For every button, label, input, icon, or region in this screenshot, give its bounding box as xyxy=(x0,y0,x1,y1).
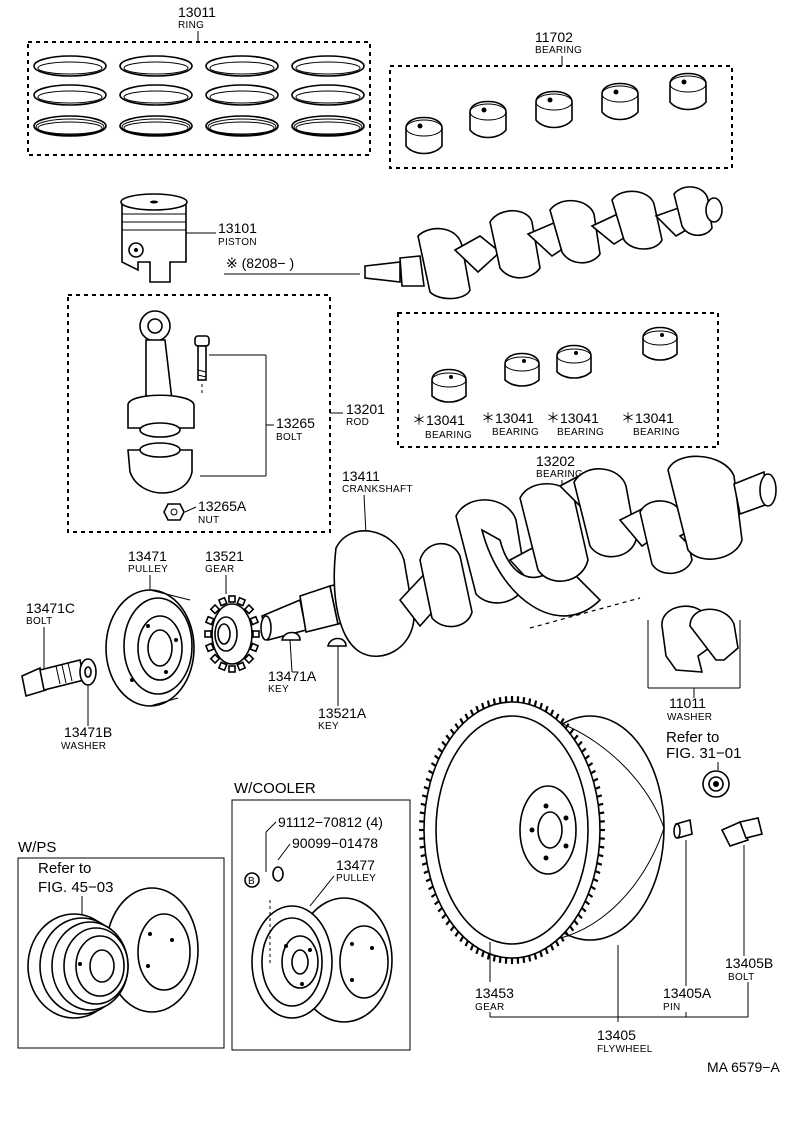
crankshaft-upper xyxy=(365,187,722,299)
rod-bearing-number-3: ＊13041 xyxy=(546,410,599,426)
rod-nut-number: 13265A xyxy=(198,498,247,514)
key-13471a-name: KEY xyxy=(268,684,289,695)
piston: 13101 PISTON ※ (8208− ) xyxy=(121,194,360,282)
flywheel-number: 13405 xyxy=(597,1027,636,1043)
piston-ring xyxy=(292,116,364,136)
w-ps-label: W/PS xyxy=(18,839,56,856)
rod-bearing-set: ＊13041 BEARING ＊13041 BEARING ＊13041 BEA… xyxy=(398,313,718,447)
piston-rings xyxy=(34,56,364,136)
refer-45-line1: Refer to xyxy=(38,860,91,877)
gear-13453-name: GEAR xyxy=(475,1002,505,1013)
crank-pulley: 13471 PULLEY xyxy=(106,548,194,706)
rod-group-box xyxy=(68,295,330,532)
piston-ring xyxy=(120,85,192,105)
ps-pulley-group: W/PS Refer to FIG. 45−03 xyxy=(18,839,224,1048)
figure-code: MA 6579−A xyxy=(707,1059,780,1075)
piston-ring xyxy=(206,116,278,136)
bolt-13405b-number: 13405B xyxy=(725,955,773,971)
gear-13453-number: 13453 xyxy=(475,985,514,1001)
part-90099: 90099−01478 xyxy=(292,835,378,851)
rod-bearing-shells xyxy=(432,328,677,403)
refer-31-line1: Refer to xyxy=(666,729,719,746)
piston-ring xyxy=(206,56,278,76)
crankshaft-number: 13411 xyxy=(342,468,380,484)
piston-ring xyxy=(34,85,106,105)
piston-ring xyxy=(292,85,364,105)
rod-bearing-name-2: BEARING xyxy=(492,427,539,438)
piston-name: PISTON xyxy=(218,237,257,248)
bolt-13405b-name: BOLT xyxy=(728,972,755,983)
piston-ring xyxy=(120,56,192,76)
cooler-pulley-group: W/COOLER 91112−70812 (4) 90099−01478 B 1… xyxy=(232,780,410,1050)
keys: 13471A KEY 13521A KEY xyxy=(268,633,367,733)
bolt-91112: 91112−70812 (4) xyxy=(278,814,383,830)
rod-bearing-shell xyxy=(643,328,677,361)
piston-ring xyxy=(292,56,364,76)
key-13521a-name: KEY xyxy=(318,721,339,732)
pin-number: 13405A xyxy=(663,985,712,1001)
w-cooler-label: W/COOLER xyxy=(234,780,316,797)
ring-name: RING xyxy=(178,20,204,31)
date-note: ※ (8208− ) xyxy=(226,255,294,271)
washer-11011-number: 11011 xyxy=(669,695,706,711)
rod-bearing-name-4: BEARING xyxy=(633,427,680,438)
rod-name: ROD xyxy=(346,417,369,428)
pulley-name: PULLEY xyxy=(128,564,168,575)
rod-bearing-number-2: ＊13041 xyxy=(481,410,534,426)
bolt-13471c-name: BOLT xyxy=(26,616,53,627)
pulley-number: 13471 xyxy=(128,548,167,564)
main-bearing-shell xyxy=(406,118,442,154)
bearing-13202-number: 13202 xyxy=(536,453,575,469)
rod-bearing-number-4: ＊13041 xyxy=(621,410,674,426)
piston-ring xyxy=(34,56,106,76)
pulley-13477-number: 13477 xyxy=(336,857,375,873)
rod-bolt-number: 13265 xyxy=(276,415,315,431)
piston-ring xyxy=(120,116,192,136)
washer-13471b-number: 13471B xyxy=(64,724,112,740)
washer-13471b-name: WASHER xyxy=(61,741,106,752)
key-13471a-number: 13471A xyxy=(268,668,317,684)
thrust-washer: 11011 WASHER xyxy=(648,606,740,723)
rod-bolt-name: BOLT xyxy=(276,432,303,443)
crankshaft-name: CRANKSHAFT xyxy=(342,484,413,495)
refer-45-line2: FIG. 45−03 xyxy=(38,879,113,896)
rod-bearing-name-1: BEARING xyxy=(425,430,472,441)
bearing-main-name: BEARING xyxy=(535,45,582,56)
flywheel-name: FLYWHEEL xyxy=(597,1044,653,1055)
bolt-13471c-number: 13471C xyxy=(26,600,75,616)
rod-bearing-name-3: BEARING xyxy=(557,427,604,438)
rod-bearing-number-1: ＊13041 xyxy=(412,412,465,428)
rod-bearing-shell xyxy=(432,370,466,403)
rod-bearing-shell xyxy=(505,354,539,387)
pulley-bolt-washer: 13471C BOLT 13471B WASHER xyxy=(22,600,112,752)
bearing-main-number: 11702 xyxy=(535,29,573,45)
main-bearing-set: 11702 BEARING xyxy=(390,29,732,168)
main-bearing-shell xyxy=(602,84,638,120)
circle-b-label: B xyxy=(248,876,255,887)
ring-set: 13011 RING xyxy=(28,4,370,155)
ring-number: 13011 xyxy=(178,4,216,20)
refer-31-note: Refer to FIG. 31−01 xyxy=(666,729,741,797)
crank-gear: 13521 GEAR xyxy=(205,548,259,672)
rod-nut-name: NUT xyxy=(198,515,219,526)
piston-number: 13101 xyxy=(218,220,257,236)
connecting-rod-group: 13265 BOLT 13265A NUT 13201 ROD xyxy=(68,295,385,532)
main-bearing-shell xyxy=(536,92,572,128)
piston-ring xyxy=(206,85,278,105)
rod-bearing-shell xyxy=(557,346,591,379)
main-bearing-shell xyxy=(670,74,706,110)
main-bearing-shell xyxy=(470,102,506,138)
gear-13521-number: 13521 xyxy=(205,548,244,564)
piston-ring xyxy=(34,116,106,136)
main-bearing-shells xyxy=(406,74,706,154)
rod-number: 13201 xyxy=(346,401,385,417)
key-13521a-number: 13521A xyxy=(318,705,367,721)
gear-13521-name: GEAR xyxy=(205,564,235,575)
refer-31-line2: FIG. 31−01 xyxy=(666,745,741,762)
pulley-13477-name: PULLEY xyxy=(336,873,376,884)
pin-name: PIN xyxy=(663,1002,681,1013)
washer-11011-name: WASHER xyxy=(667,712,712,723)
